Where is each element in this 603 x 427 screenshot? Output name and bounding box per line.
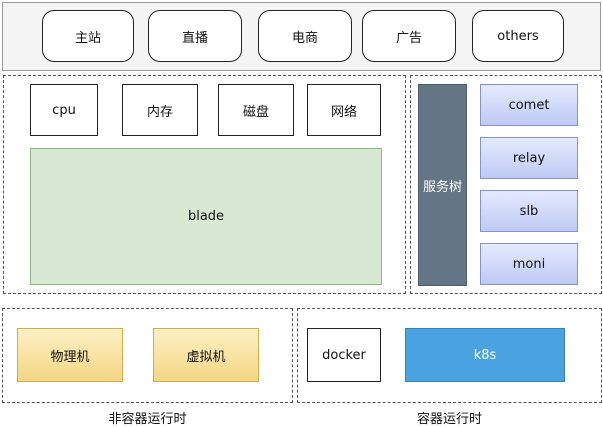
runtime-k8s: k8s [405, 328, 565, 382]
resource-memory: 内存 [122, 84, 198, 136]
business-main-site: 主站 [42, 10, 134, 62]
runtime-virtual-machine: 虚拟机 [153, 328, 259, 382]
service-slb: slb [480, 190, 578, 232]
service-tree-region [410, 75, 602, 294]
business-ecommerce: 电商 [258, 10, 352, 62]
business-others: others [472, 10, 564, 62]
business-live: 直播 [148, 10, 242, 62]
service-comet: comet [480, 84, 578, 126]
blade-block: blade [30, 148, 382, 285]
business-ads: 广告 [362, 10, 456, 62]
container-runtime-caption: 容器运行时 [416, 412, 482, 427]
resource-disk: 磁盘 [218, 84, 294, 136]
service-relay: relay [480, 137, 578, 179]
service-moni: moni [480, 243, 578, 285]
resource-cpu: cpu [30, 84, 98, 136]
service-tree-bar: 服务树 [418, 84, 467, 286]
non-container-runtime-region [2, 308, 293, 403]
resource-region [3, 75, 406, 294]
container-runtime-region [297, 308, 602, 403]
resource-network: 网络 [307, 84, 381, 136]
runtime-docker: docker [307, 328, 381, 382]
runtime-physical-machine: 物理机 [17, 328, 123, 382]
non-container-runtime-caption: 非容器运行时 [108, 412, 187, 427]
